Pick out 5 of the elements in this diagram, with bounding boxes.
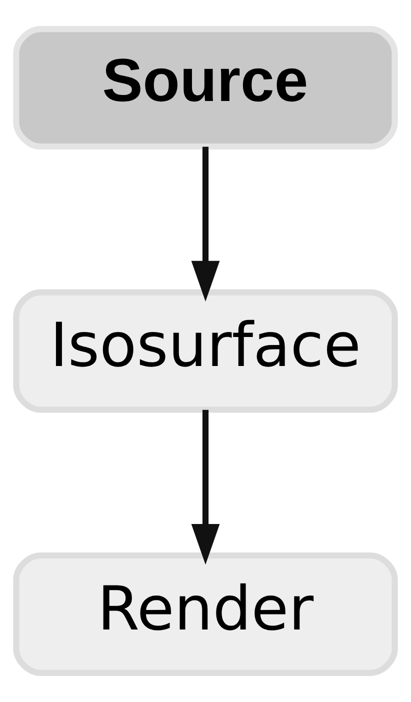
arrow <box>191 146 220 302</box>
node-box: Source <box>13 26 398 150</box>
node-box: Isosurface <box>13 289 398 413</box>
node-box: Render <box>13 552 398 676</box>
arrow <box>191 410 220 565</box>
